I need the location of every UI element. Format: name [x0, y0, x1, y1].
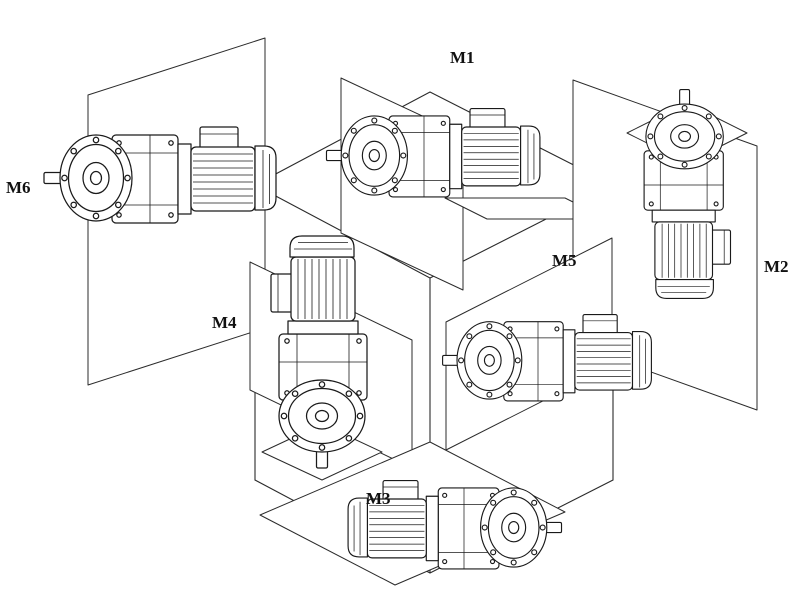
label-m6: M6: [6, 178, 31, 197]
gearmotor-m1-illustration: [325, 108, 541, 198]
gearmotor-m4-illustration: [270, 235, 368, 469]
label-m5: M5: [552, 251, 577, 270]
label-m1: M1: [450, 48, 475, 67]
label-m4: M4: [212, 313, 237, 332]
label-m3: M3: [366, 489, 391, 508]
label-m2: M2: [764, 257, 789, 276]
